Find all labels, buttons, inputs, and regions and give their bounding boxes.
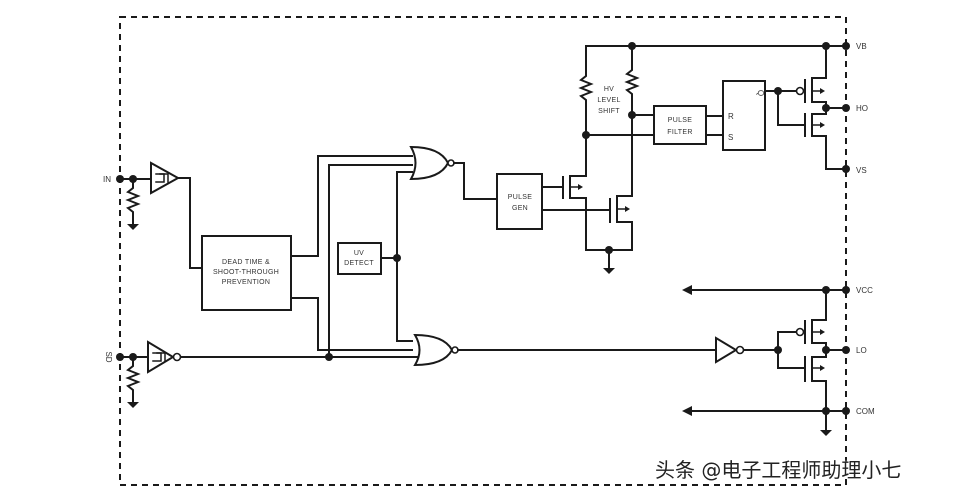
hv-label: LEVEL — [597, 97, 620, 104]
wire-uv-to-gates — [396, 171, 413, 342]
pin-sd-label: SD — [104, 351, 113, 362]
pin-vs-label: VS — [856, 166, 867, 175]
pulse-filter-block — [653, 105, 707, 145]
latch-r-label: R — [728, 112, 734, 121]
pin-ho-label: HO — [856, 104, 868, 113]
pulse-gen-block — [496, 173, 543, 230]
dead-time-label: SHOOT-THROUGH — [213, 269, 279, 276]
level-shift-resistor — [578, 45, 594, 141]
wire-sd-to-hi-nor — [328, 164, 413, 358]
dead-time-block — [201, 235, 292, 311]
dead-time-label: PREVENTION — [222, 279, 271, 286]
wire-deadtime-to-hi-nor — [290, 155, 413, 257]
watermark-text: 头条 @电子工程师助理小七 — [655, 458, 902, 482]
sd-pulldown-resistor — [125, 356, 141, 403]
hi-nor-gate — [409, 145, 450, 181]
wire-deadtime-to-lo-nor — [290, 297, 413, 351]
in-input-stage — [116, 161, 203, 269]
arrow-left-icon — [682, 285, 692, 295]
arrow-left-icon — [682, 406, 692, 416]
lo-nor-gate — [413, 333, 454, 367]
dead-time-label: DEAD TIME & — [222, 259, 270, 266]
hv-label: SHIFT — [598, 108, 620, 115]
pin-lo-label: LO — [856, 346, 867, 355]
pin-com-label: COM — [856, 407, 875, 416]
hv-label: HV — [604, 86, 614, 93]
chip-boundary — [119, 16, 847, 486]
pin-vb-label: VB — [856, 42, 867, 51]
pulse-gen-label: GEN — [512, 205, 528, 212]
level-shift-resistor — [624, 45, 640, 133]
rs-latch-block — [722, 80, 766, 151]
latch-s-label: S — [728, 133, 733, 142]
pin-vcc-label: VCC — [856, 286, 873, 295]
sd-input-stage — [116, 340, 421, 408]
lo-inverter — [715, 336, 738, 364]
uv-label: DETECT — [344, 260, 374, 267]
pulse-filter-label: FILTER — [667, 129, 692, 136]
in-pulldown-resistor — [125, 178, 141, 225]
uv-label: UV — [354, 250, 364, 257]
pin-in-label: IN — [103, 175, 111, 184]
ground-icon — [127, 402, 139, 408]
ground-icon — [820, 430, 832, 436]
uv-detect-block — [337, 242, 382, 275]
latch-q-label: Q — [756, 90, 765, 96]
pulse-filter-label: PULSE — [668, 117, 692, 124]
pulse-gen-label: PULSE — [508, 194, 532, 201]
ground-icon — [127, 224, 139, 230]
ground-icon — [603, 268, 615, 274]
